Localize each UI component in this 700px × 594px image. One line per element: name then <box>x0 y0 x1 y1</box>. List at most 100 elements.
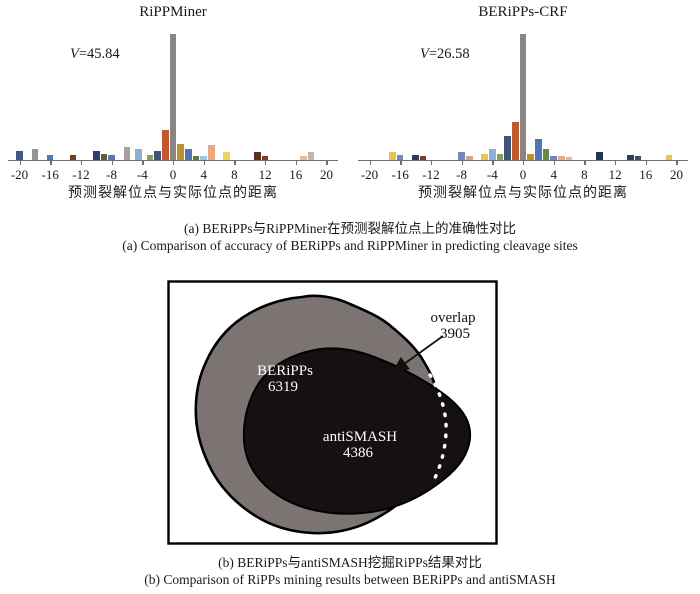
histogram-bar <box>496 153 504 160</box>
variance-value: =26.58 <box>428 46 470 62</box>
axis-tick <box>615 160 617 165</box>
histogram-bar <box>108 154 115 160</box>
variance-annotation: V=26.58 <box>420 46 470 63</box>
caption-a: (a) BERiPPs与RiPPMiner在预测裂解位点上的准确性对比 (a) … <box>0 220 700 254</box>
histogram-bar <box>162 129 169 160</box>
axis-tick <box>326 160 328 165</box>
axis-tick <box>80 160 83 165</box>
axis-tick <box>645 160 648 165</box>
axis-tick <box>676 160 678 165</box>
venn-diagram: BERiPPs 6319 antiSMASH 4386 overlap 3905 <box>167 280 499 546</box>
axis-tick-label: -12 <box>422 167 440 182</box>
variance-value: =45.84 <box>78 46 120 62</box>
histogram-bar <box>307 152 315 160</box>
histogram-bar <box>550 156 557 160</box>
histogram-bar <box>261 156 269 160</box>
axis-tick-label: 4 <box>550 167 557 182</box>
axis-tick-label: -4 <box>136 167 148 182</box>
histogram-bar <box>69 154 77 160</box>
axis-tick <box>430 160 433 165</box>
venn-svg: BERiPPs 6319 antiSMASH 4386 overlap 3905 <box>167 280 498 545</box>
axis-tick <box>111 160 113 165</box>
overlap-arrow <box>391 335 444 373</box>
axis-tick-label: -20 <box>10 167 29 182</box>
histogram-bar <box>208 144 215 160</box>
venn-label-antismash: antiSMASH <box>323 429 397 445</box>
axis-tick-label: 8 <box>231 167 238 182</box>
axis-tick <box>203 160 205 165</box>
axis-tick-label: -8 <box>456 167 468 182</box>
histogram-bar <box>412 154 419 160</box>
venn-label-berips: BERiPPs <box>257 363 313 379</box>
caption-a-en: (a) Comparison of accuracy of BERiPPs an… <box>122 238 578 253</box>
histogram-bar <box>254 152 261 160</box>
histogram-bar <box>16 151 23 160</box>
histogram-bar <box>200 156 207 160</box>
histogram-bar <box>565 157 573 160</box>
axis-tick-label: -20 <box>360 167 379 182</box>
axis-tick-label: -16 <box>41 167 59 182</box>
histogram-bar <box>466 156 473 160</box>
histogram-bar <box>31 148 39 160</box>
histogram-bar <box>396 154 404 160</box>
histogram-bar <box>596 152 603 160</box>
histogram-bar <box>135 148 142 160</box>
axis-tick-label: -8 <box>106 167 118 182</box>
axis-tick <box>234 160 236 165</box>
histogram-bar <box>481 153 488 160</box>
x-axis-label: 预测裂解位点与实际位点的距离 <box>418 186 628 201</box>
axis-tick-label: 0 <box>519 167 527 182</box>
axis-tick-label: 0 <box>169 167 177 182</box>
histogram-bar <box>512 122 519 160</box>
axis-tick <box>461 160 463 165</box>
histogram-bar <box>519 34 527 160</box>
histogram-bar <box>192 156 200 160</box>
venn-inner-blob-antismash <box>242 347 471 515</box>
axis-tick <box>523 160 525 165</box>
x-axis-label: 预测裂解位点与实际位点的距离 <box>68 186 278 201</box>
axis-tick-label: -12 <box>72 167 90 182</box>
caption-b-zh: (b) BERiPPs与antiSMASH挖掘RiPPs结果对比 <box>218 555 482 570</box>
axis-tick-label: -16 <box>391 167 409 182</box>
chart-title: BERiPPs-CRF <box>478 4 568 20</box>
axis-tick-label: 20 <box>319 167 333 182</box>
histogram-bar <box>504 136 511 160</box>
histogram-bar <box>558 156 565 160</box>
axis-tick <box>19 160 21 165</box>
histogram-bar <box>46 154 54 160</box>
axis-tick <box>265 160 267 165</box>
axis-tick-label: 12 <box>608 167 622 182</box>
histogram-bar <box>146 154 154 160</box>
caption-b: (b) BERiPPs与antiSMASH挖掘RiPPs结果对比 (b) Com… <box>0 554 700 588</box>
venn-label-overlap: overlap <box>431 310 476 326</box>
histogram-bar <box>527 153 534 160</box>
venn-value-overlap: 3905 <box>440 326 470 342</box>
histogram-bar <box>627 154 634 160</box>
venn-value-berips: 6319 <box>268 379 298 395</box>
histogram-bar <box>169 34 177 160</box>
axis-tick-label: 8 <box>581 167 588 182</box>
histogram-bar <box>93 151 100 160</box>
histogram-bar <box>665 154 673 160</box>
axis-tick <box>173 160 175 165</box>
histogram-bar <box>300 156 307 160</box>
histogram-bar <box>100 153 108 160</box>
axis-tick <box>142 160 144 165</box>
axis-tick <box>553 160 555 165</box>
caption-a-zh: (a) BERiPPs与RiPPMiner在预测裂解位点上的准确性对比 <box>184 221 516 236</box>
histogram-bar <box>542 148 550 160</box>
histogram-bar <box>458 152 465 160</box>
histogram-bar <box>123 147 131 160</box>
caption-b-en: (b) Comparison of RiPPs mining results b… <box>144 572 556 587</box>
histogram-bar <box>535 138 542 160</box>
axis-tick <box>50 160 52 165</box>
variance-symbol: V <box>420 46 429 62</box>
histogram-bar <box>419 156 427 160</box>
axis-tick <box>369 160 371 165</box>
axis-tick <box>492 160 494 165</box>
histogram-bar <box>389 152 396 160</box>
